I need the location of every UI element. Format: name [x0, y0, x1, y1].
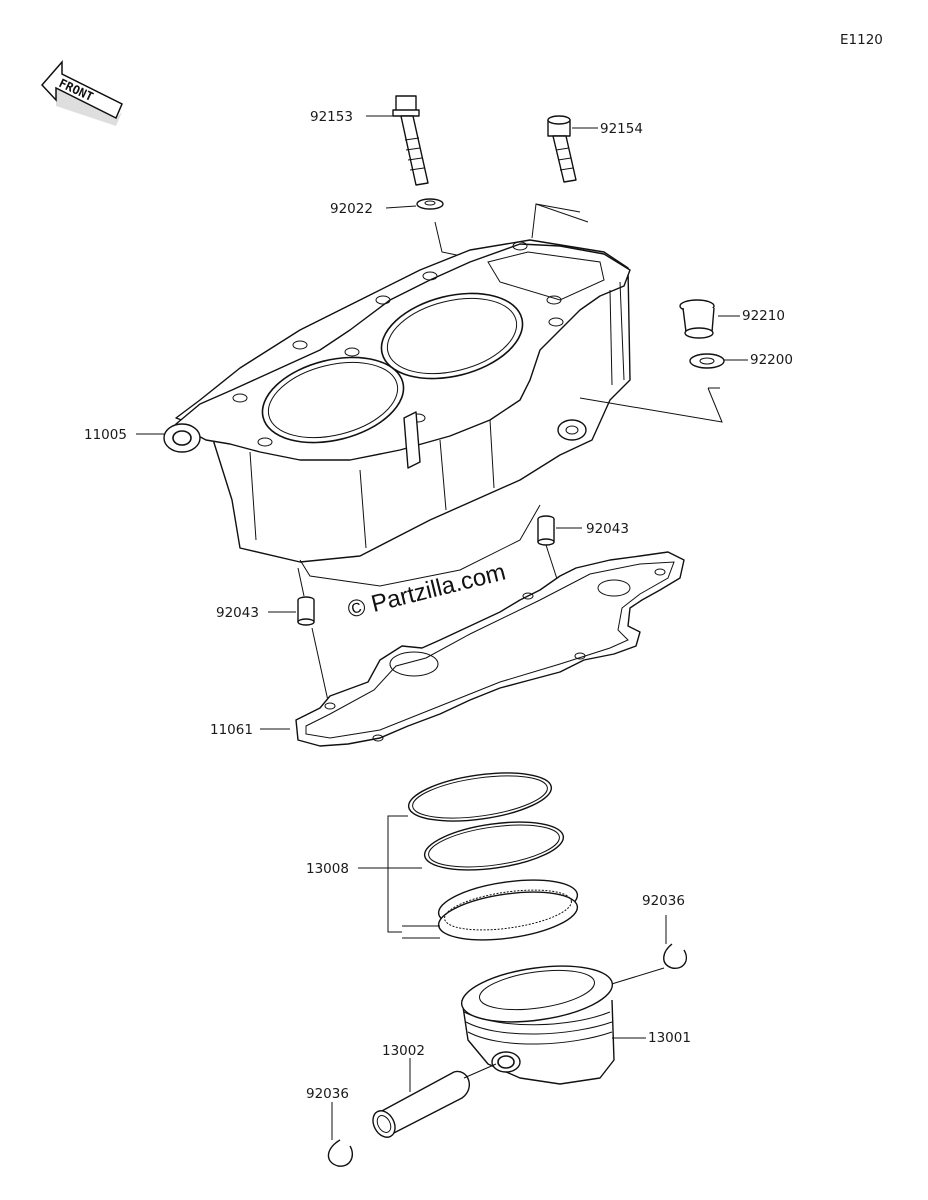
circlip-92036-left[interactable]	[327, 1139, 354, 1167]
label-11061[interactable]: 11061	[210, 722, 253, 738]
collar-92210[interactable]	[679, 299, 715, 339]
label-92043-right[interactable]: 92043	[586, 521, 629, 537]
gasket-11061[interactable]	[295, 551, 685, 747]
piston-13001[interactable]	[458, 958, 616, 1085]
bolt-92154[interactable]	[547, 115, 577, 183]
dowel-pin-92043-right[interactable]	[537, 515, 555, 546]
dowel-pin-92043-left[interactable]	[297, 596, 315, 626]
washer-92200[interactable]	[689, 353, 725, 369]
label-92022[interactable]: 92022	[330, 201, 373, 217]
front-arrow-icon: FRONT	[40, 59, 123, 126]
label-92043-left[interactable]: 92043	[216, 605, 259, 621]
watermark: © Partzilla.com	[345, 559, 508, 624]
label-92153[interactable]: 92153	[310, 109, 353, 125]
piston-rings-13008[interactable]	[406, 765, 581, 947]
label-13008[interactable]: 13008	[306, 861, 349, 877]
circlip-92036-right[interactable]	[663, 943, 688, 969]
label-92210[interactable]: 92210	[742, 308, 785, 324]
label-11005[interactable]: 11005	[84, 427, 127, 443]
label-92200[interactable]: 92200	[750, 352, 793, 368]
label-13002[interactable]: 13002	[382, 1043, 425, 1059]
piston-pin-13002[interactable]	[369, 1070, 471, 1141]
bolt-92153[interactable]	[392, 95, 429, 186]
label-92036-right[interactable]: 92036	[642, 893, 685, 909]
cylinder-11005[interactable]	[163, 239, 631, 587]
diagram-id: E1120	[840, 32, 883, 48]
washer-92022[interactable]	[416, 198, 444, 210]
label-92154[interactable]: 92154	[600, 121, 643, 137]
label-13001[interactable]: 13001	[648, 1030, 691, 1046]
label-92036-left[interactable]: 92036	[306, 1086, 349, 1102]
